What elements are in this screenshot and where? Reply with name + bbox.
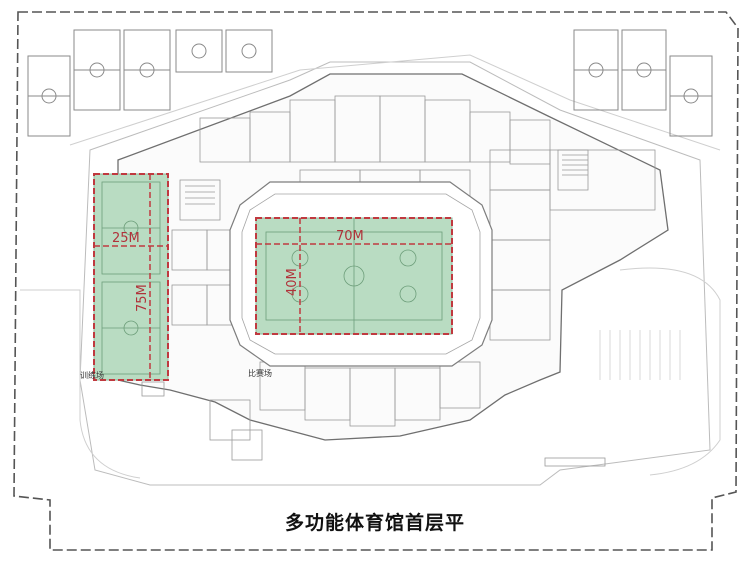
road-curve-right [619,267,721,476]
arena-hall-label: 比赛场 [248,368,272,378]
outdoor-courts-top-left [27,29,273,137]
training-length-label: 75M [135,284,150,312]
plan-caption: 多功能体育馆首层平 [284,512,465,534]
training-court [93,173,169,381]
road-outline-2 [69,54,721,151]
outdoor-courts-top-right [573,29,713,137]
training-hall-label: 训练场 [80,370,104,380]
road-lower-left [20,289,141,479]
site-boundary [13,11,739,551]
parking-hatch [599,330,681,380]
arena-width-label: 70M [336,229,364,244]
training-width-label: 25M [112,231,140,246]
arena-bowl-inner [241,193,481,355]
interior-rooms-bottom [209,361,481,441]
lower-left-blocks [141,381,606,467]
road-outline [79,61,711,486]
training-dimension-box [93,173,169,381]
arena-dimension-box [255,217,453,335]
arena-length-label: 40M [285,268,300,296]
